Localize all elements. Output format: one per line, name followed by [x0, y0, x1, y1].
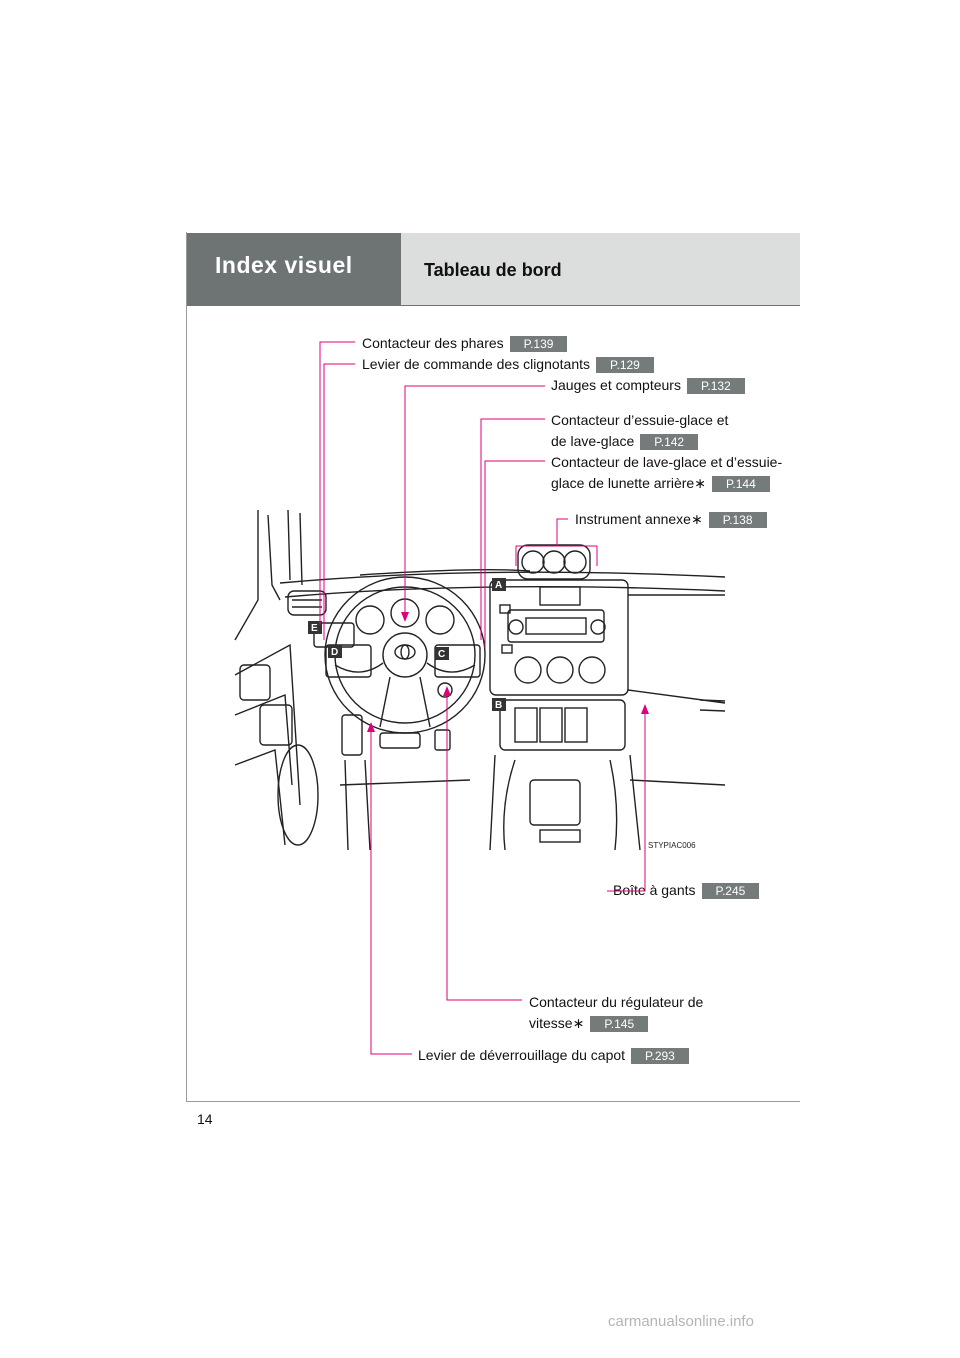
- section-title: Index visuel: [215, 252, 353, 278]
- label-text: Instrument annexe: [575, 511, 691, 527]
- page-title: Tableau de bord: [424, 260, 562, 280]
- frame-left-rule: [186, 232, 187, 1102]
- page-ref-badge[interactable]: P.145: [590, 1016, 649, 1033]
- label-hood-release: Levier de déverrouillage du capot P.293: [418, 1047, 689, 1065]
- label-wiper-switch-line2: de lave-glace P.142: [551, 433, 699, 451]
- header-rule: [187, 305, 800, 306]
- figure-code: STYPIAC006: [648, 841, 696, 850]
- section-tab: [187, 233, 401, 305]
- label-text: glace de lunette arrière: [551, 475, 695, 491]
- page-ref-badge[interactable]: P.245: [701, 883, 760, 900]
- page-ref-badge[interactable]: P.139: [509, 336, 568, 353]
- label-text: Levier de déverrouillage du capot: [418, 1047, 626, 1063]
- watermark: carmanualsonline.info: [608, 1313, 754, 1330]
- label-headlight-switch: Contacteur des phares P.139: [362, 335, 568, 353]
- heading-bar: [401, 233, 800, 305]
- optional-marker: ∗: [572, 1015, 585, 1031]
- page-ref-badge[interactable]: P.132: [686, 378, 745, 395]
- page-number: 14: [197, 1111, 213, 1127]
- page-ref-badge[interactable]: P.142: [640, 434, 699, 451]
- label-text: Jauges et compteurs: [551, 377, 681, 393]
- marker-e: E: [311, 623, 318, 634]
- label-wiper-switch-line1: Contacteur d’essuie-glace et: [551, 412, 729, 428]
- marker-a: A: [495, 580, 502, 591]
- dashboard-illustration: A B C D E STYPIAC006: [234, 509, 726, 850]
- marker-c: C: [438, 649, 445, 660]
- optional-marker: ∗: [690, 511, 703, 527]
- label-gauges-meters: Jauges et compteurs P.132: [551, 377, 745, 395]
- page-ref-badge[interactable]: P.138: [708, 512, 767, 529]
- label-text: de lave-glace: [551, 433, 635, 449]
- optional-marker: ∗: [694, 475, 706, 491]
- frame-bottom-rule: [186, 1101, 800, 1102]
- label-cruise-control-line1: Contacteur du régulateur de: [529, 994, 704, 1010]
- label-auxiliary-meter: Instrument annexe∗ P.138: [575, 511, 767, 529]
- label-rear-wiper-line1: Contacteur de lave-glace et d’essuie-: [551, 454, 783, 470]
- label-text: Boîte à gants: [613, 882, 696, 898]
- label-rear-wiper-line2: glace de lunette arrière∗ P.144: [551, 475, 770, 493]
- marker-b: B: [495, 700, 502, 711]
- label-glove-box: Boîte à gants P.245: [613, 882, 760, 900]
- marker-d: D: [331, 647, 338, 658]
- label-turn-signal-lever: Levier de commande des clignotants P.129: [362, 356, 654, 374]
- page-ref-badge[interactable]: P.293: [631, 1048, 689, 1065]
- label-text: vitesse: [529, 1015, 573, 1031]
- page-ref-badge[interactable]: P.144: [711, 476, 770, 493]
- label-text: Contacteur des phares: [362, 335, 504, 351]
- page-ref-badge[interactable]: P.129: [596, 357, 654, 374]
- label-text: Levier de commande des clignotants: [362, 356, 591, 372]
- label-cruise-control-line2: vitesse∗ P.145: [529, 1015, 649, 1033]
